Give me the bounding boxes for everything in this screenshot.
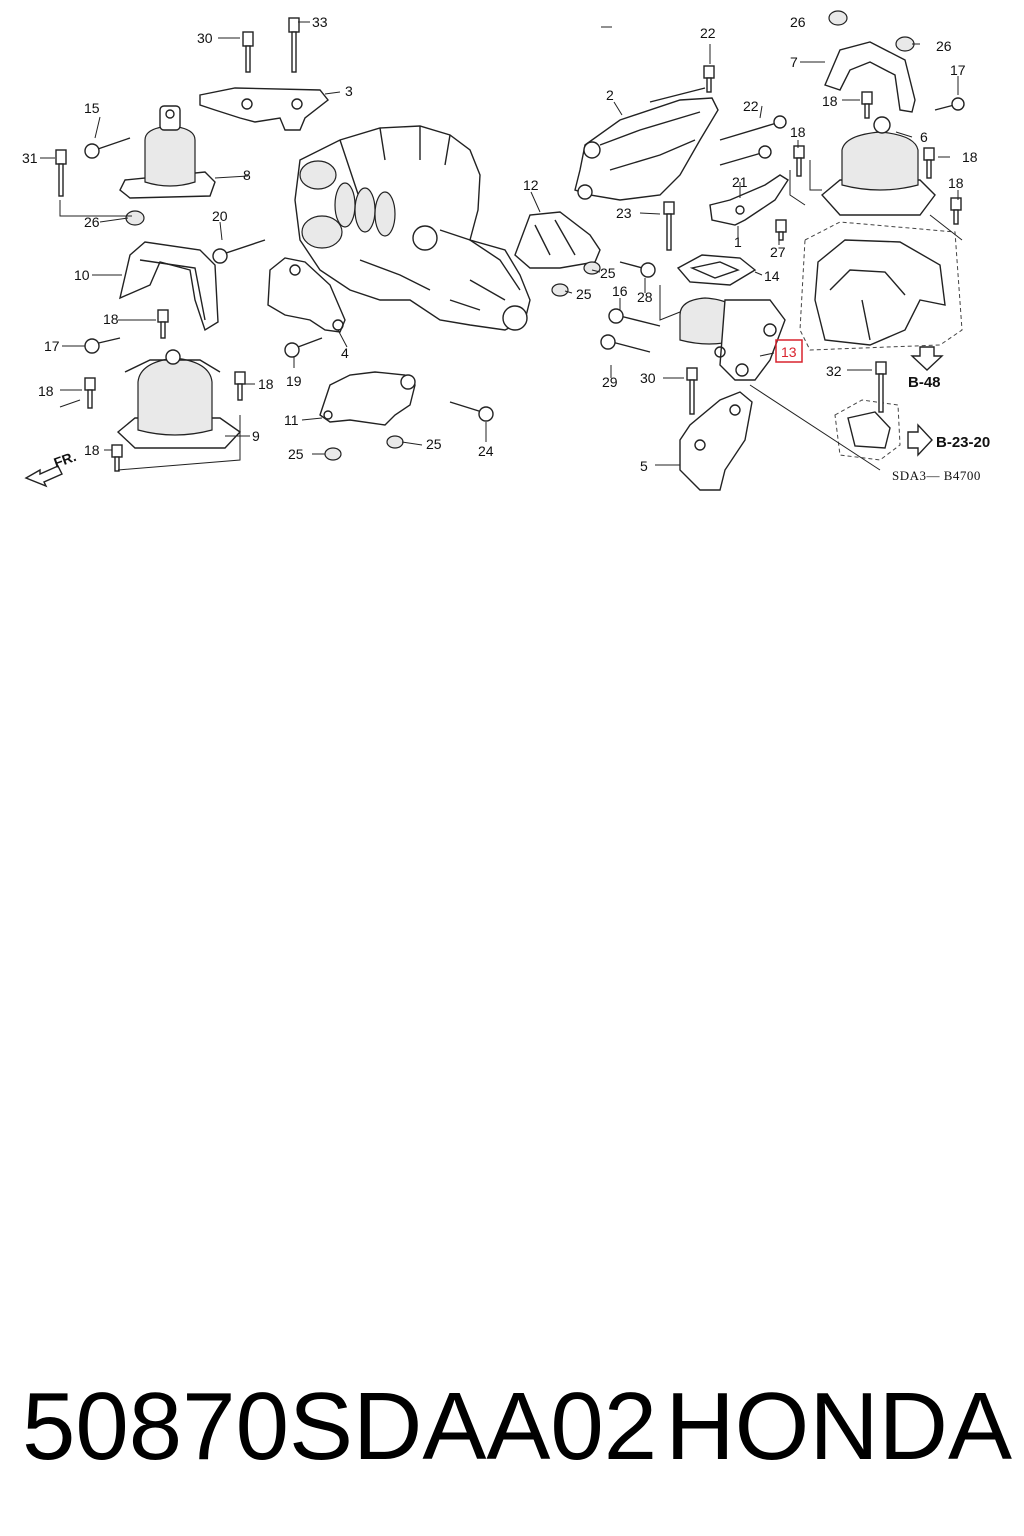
bracket-11 [319,371,416,426]
callout-29: 29 [602,374,618,390]
diagram-code: SDA3— B4700 [892,468,981,483]
callout-21: 21 [732,174,748,190]
callout-32: 32 [826,363,842,379]
callout-22b: 22 [743,98,759,114]
callout-16: 16 [612,283,628,299]
mount-6 [820,116,936,216]
callout-17b: 17 [950,62,966,78]
callout-30b: 30 [640,370,656,386]
callout-1: 1 [734,234,742,250]
callout-24: 24 [478,443,494,459]
callout-18c: 18 [258,376,274,392]
callout-18f: 18 [790,124,806,140]
callout-33: 33 [312,14,328,30]
callout-25b: 25 [426,436,442,452]
bracket-12 [514,211,601,269]
callout-4: 4 [341,345,349,361]
leader-lines [40,21,963,471]
callout-7: 7 [790,54,798,70]
stopper-14 [676,254,757,286]
callout-3: 3 [345,83,353,99]
callout-19: 19 [286,373,302,389]
ref-b48-label: B-48 [908,374,941,391]
bracket-3 [199,87,329,131]
right-arrow-icon [907,423,933,457]
bracket-2 [574,97,719,201]
mount-bracket-10 [119,241,219,332]
callout-labels: 30 33 3 15 31 8 26 20 10 18 17 18 18 9 1… [22,14,978,474]
callout-14: 14 [764,268,780,284]
callout-25c: 25 [600,265,616,281]
fasteners [55,10,965,472]
callout-18a: 18 [103,311,119,327]
part-number: 50870SDAA02 [22,1373,658,1480]
mount-bracket-7 [824,41,916,113]
bracket-1 [709,174,789,226]
mount-13 [679,297,786,381]
reference-b48: B-48 [908,346,944,391]
callout-6: 6 [920,129,928,145]
mount-9 [116,349,242,449]
callout-22a: 22 [700,25,716,41]
callout-27: 27 [770,244,786,260]
down-arrow-icon [910,346,944,371]
bracket-4 [267,257,346,333]
callout-31: 31 [22,150,38,166]
ref-b2320-label: B-23-20 [936,434,990,451]
callout-18e: 18 [822,93,838,109]
highlight-box-13 [775,339,803,363]
front-direction-indicator: FR. [24,448,79,488]
callout-13: 13 [781,344,797,360]
callout-2: 2 [606,87,614,103]
callout-25a: 25 [288,446,304,462]
callout-26a: 26 [84,214,100,230]
callout-18d: 18 [84,442,100,458]
exploded-parts-diagram: 30 33 3 15 31 8 26 20 10 18 17 18 18 9 1… [22,10,990,491]
callout-15: 15 [84,100,100,116]
callout-17a: 17 [44,338,60,354]
mount-8 [119,105,216,199]
callout-9: 9 [252,428,260,444]
callout-11: 11 [284,412,299,428]
callout-25d: 25 [576,286,592,302]
callout-26c: 26 [936,38,952,54]
callout-12: 12 [523,177,539,193]
engine-assembly [294,125,531,331]
reference-b2320: B-23-20 [907,423,990,457]
callout-5: 5 [640,458,648,474]
callout-10: 10 [74,267,90,283]
callout-18h: 18 [948,175,964,191]
footer: 50870SDAA02 HONDA [22,1362,1012,1492]
callout-18g: 18 [962,149,978,165]
callout-8: 8 [243,167,251,183]
brand-name: HONDA [665,1373,1012,1480]
callout-18b: 18 [38,383,54,399]
callout-30a: 30 [197,30,213,46]
front-arrow-icon [24,465,63,488]
callout-26b: 26 [790,14,806,30]
front-label: FR. [52,448,79,471]
callout-28: 28 [637,289,653,305]
callout-20: 20 [212,208,228,224]
frame-bracket [799,221,963,351]
bracket-5 [679,391,753,491]
callout-23: 23 [616,205,632,221]
bracket-b2320 [834,399,901,461]
